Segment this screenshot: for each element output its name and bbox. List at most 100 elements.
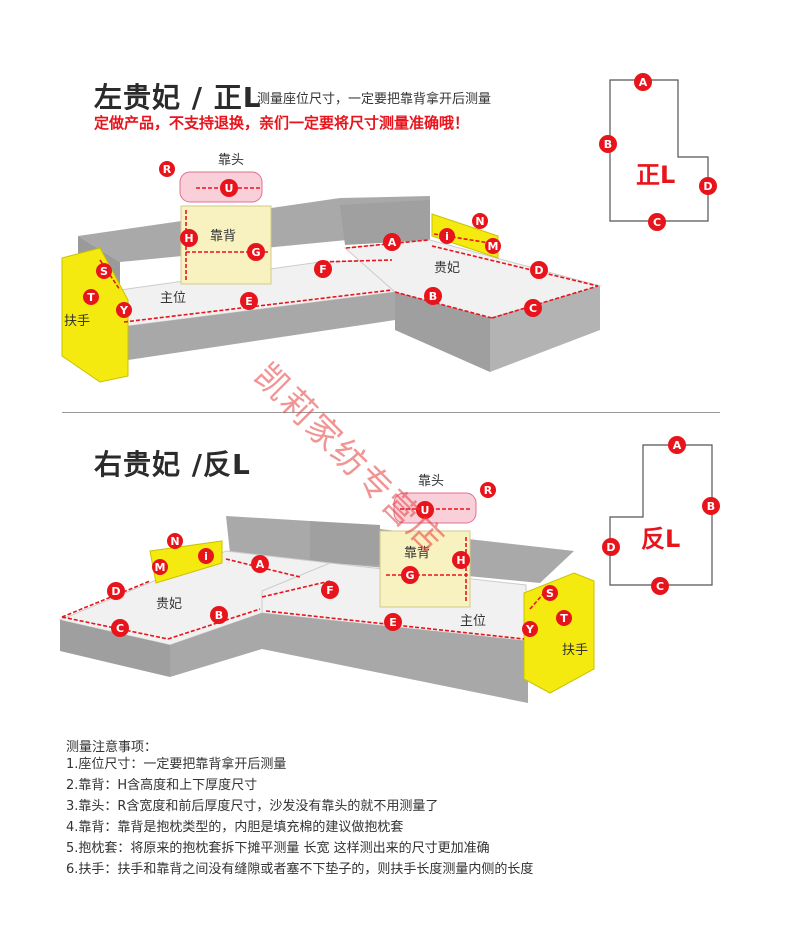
svg-text:N: N bbox=[170, 535, 179, 548]
marker-b-sofa-2: B bbox=[210, 606, 228, 624]
armrest-yellow bbox=[61, 247, 129, 383]
svg-text:S: S bbox=[100, 265, 108, 278]
svg-text:H: H bbox=[456, 554, 465, 567]
headrest-label: 靠头 bbox=[218, 153, 244, 168]
backrest-cushion-2 bbox=[379, 530, 471, 608]
svg-text:D: D bbox=[534, 264, 543, 277]
marker-c: C bbox=[648, 213, 666, 231]
armrest-label: 扶手 bbox=[64, 314, 90, 329]
marker-g-sofa-2: G bbox=[401, 566, 419, 584]
marker-b-2: B bbox=[702, 497, 720, 515]
note-item: 5.抱枕套：将原来的抱枕套拆下摊平测量 长宽 这样测出来的尺寸更加准确 bbox=[66, 841, 490, 856]
marker-b-sofa: B bbox=[424, 287, 442, 305]
left-chaise-sofa-diagram: 正L A B D C A B C D E F G bbox=[61, 73, 717, 383]
headrest-label-2: 靠头 bbox=[418, 474, 444, 489]
marker-y-sofa: Y bbox=[116, 302, 132, 318]
armrest-yellow-2 bbox=[523, 572, 595, 694]
note-item: 2.靠背：H含高度和上下厚度尺寸 bbox=[66, 778, 258, 793]
svg-text:Y: Y bbox=[525, 623, 535, 636]
headrest-pillow-2 bbox=[393, 492, 477, 524]
marker-a: A bbox=[634, 73, 652, 91]
svg-text:Y: Y bbox=[119, 304, 129, 317]
marker-r-sofa-2: R bbox=[480, 482, 496, 498]
section-divider bbox=[62, 412, 720, 413]
marker-a-2: A bbox=[668, 436, 686, 454]
marker-i-sofa-2: i bbox=[198, 548, 214, 564]
chaise-label-2: 贵妃 bbox=[156, 597, 182, 612]
svg-text:R: R bbox=[484, 484, 493, 497]
armrest-label-2: 扶手 bbox=[562, 643, 588, 658]
marker-i-sofa: i bbox=[439, 228, 455, 244]
marker-c-2: C bbox=[651, 577, 669, 595]
marker-d-sofa: D bbox=[530, 261, 548, 279]
marker-d-sofa-2: D bbox=[107, 582, 125, 600]
chaise-label: 贵妃 bbox=[434, 261, 460, 276]
svg-text:C: C bbox=[116, 622, 124, 635]
backrest-label: 靠背 bbox=[210, 229, 236, 244]
svg-text:C: C bbox=[653, 216, 661, 229]
marker-s-sofa: S bbox=[96, 263, 112, 279]
svg-text:B: B bbox=[707, 500, 715, 513]
note-item: 6.扶手：扶手和靠背之间没有缝隙或者塞不下垫子的，则扶手长度测量内侧的长度 bbox=[66, 862, 534, 877]
shape-outline-zheng-l bbox=[609, 79, 709, 222]
section1-title: 左贵妃 / 正L bbox=[94, 81, 262, 114]
svg-text:U: U bbox=[421, 504, 430, 517]
marker-r-sofa: R bbox=[159, 161, 175, 177]
shape-label-fan-l: 反L bbox=[641, 525, 680, 553]
svg-text:N: N bbox=[475, 215, 484, 228]
svg-text:D: D bbox=[606, 541, 615, 554]
svg-text:C: C bbox=[529, 302, 537, 315]
svg-text:U: U bbox=[225, 182, 234, 195]
shape-label-zheng-l: 正L bbox=[636, 161, 675, 189]
marker-h-sofa-2: H bbox=[452, 551, 470, 569]
svg-text:B: B bbox=[215, 609, 223, 622]
marker-b: B bbox=[599, 135, 617, 153]
svg-text:i: i bbox=[445, 230, 449, 243]
marker-n-sofa-2: N bbox=[167, 533, 183, 549]
svg-text:M: M bbox=[155, 561, 166, 574]
note-item: 1.座位尺寸：一定要把靠背拿开后测量 bbox=[66, 757, 287, 772]
marker-u-sofa: U bbox=[220, 179, 238, 197]
marker-u-sofa-2: U bbox=[416, 501, 434, 519]
svg-text:A: A bbox=[673, 439, 682, 452]
marker-d-2: D bbox=[602, 538, 620, 556]
marker-c-sofa: C bbox=[524, 299, 542, 317]
svg-text:F: F bbox=[319, 263, 327, 276]
svg-text:A: A bbox=[388, 236, 397, 249]
svg-text:T: T bbox=[560, 612, 568, 625]
svg-text:B: B bbox=[604, 138, 612, 151]
svg-text:H: H bbox=[184, 232, 193, 245]
marker-f-sofa: F bbox=[314, 260, 332, 278]
marker-e-sofa-2: E bbox=[384, 613, 402, 631]
marker-m-sofa-2: M bbox=[152, 559, 168, 575]
section1-subtitle: 测量座位尺寸，一定要把靠背拿开后测量 bbox=[257, 92, 492, 107]
marker-c-sofa-2: C bbox=[111, 619, 129, 637]
marker-s-sofa-2: S bbox=[542, 585, 558, 601]
marker-g-sofa: G bbox=[247, 243, 265, 261]
marker-m-sofa: M bbox=[485, 238, 501, 254]
marker-h-sofa: H bbox=[180, 229, 198, 247]
section1-warning: 定做产品，不支持退换，亲们一定要将尺寸测量准确哦！ bbox=[94, 114, 470, 132]
svg-text:A: A bbox=[639, 76, 648, 89]
svg-text:A: A bbox=[256, 558, 265, 571]
svg-text:G: G bbox=[251, 246, 260, 259]
marker-e-sofa: E bbox=[240, 292, 258, 310]
svg-text:R: R bbox=[163, 163, 172, 176]
svg-text:G: G bbox=[405, 569, 414, 582]
marker-n-sofa: N bbox=[472, 213, 488, 229]
svg-text:D: D bbox=[703, 180, 712, 193]
note-item: 3.靠头：R含宽度和前后厚度尺寸，沙发没有靠头的就不用测量了 bbox=[66, 799, 439, 814]
svg-text:C: C bbox=[656, 580, 664, 593]
notes-list: 1.座位尺寸：一定要把靠背拿开后测量 2.靠背：H含高度和上下厚度尺寸 3.靠头… bbox=[66, 754, 533, 880]
svg-text:B: B bbox=[429, 290, 437, 303]
backrest-label-2: 靠背 bbox=[404, 546, 430, 561]
notes-title: 测量注意事项： bbox=[66, 740, 158, 755]
section2-title: 右贵妃 /反L bbox=[94, 448, 251, 481]
marker-a-sofa-2: A bbox=[251, 555, 269, 573]
marker-a-sofa: A bbox=[383, 233, 401, 251]
marker-t-sofa-2: T bbox=[556, 610, 572, 626]
shape-outline-fan-l bbox=[609, 444, 713, 586]
svg-text:S: S bbox=[546, 587, 554, 600]
svg-text:T: T bbox=[87, 291, 95, 304]
marker-t-sofa: T bbox=[83, 289, 99, 305]
